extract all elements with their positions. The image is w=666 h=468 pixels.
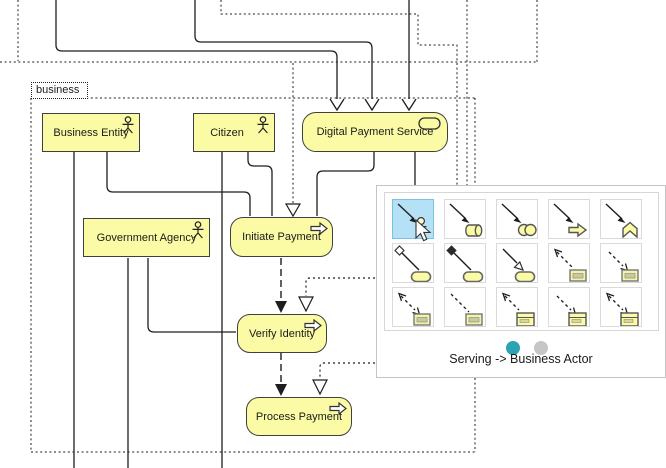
palette-cell-access-up-to-business-object[interactable] [496,287,538,327]
relationship-icon-grid [384,192,659,331]
group-label-business[interactable]: business [31,82,88,99]
palette-cell-serving-to-business-function[interactable] [600,199,642,239]
node-label: Business Entity [53,126,129,139]
access-up-to-business-object-icon [501,292,535,326]
node-digital-payment-service[interactable]: Digital Payment Service [302,112,448,152]
palette-cell-association-to-representation[interactable] [444,287,486,327]
node-label: Digital Payment Service [316,126,434,138]
node-label: Government Agency [96,231,197,244]
page-dot-inactive[interactable] [534,341,548,355]
association-to-representation-icon [450,293,483,326]
resource-catalog-popup: Serving -> Business Actor [376,185,666,378]
palette-cell-access-both-to-representation[interactable] [392,287,434,327]
composition-to-business-service-icon [446,245,484,282]
access-down-to-representation-icon [608,251,639,282]
aggregation-to-business-service-icon [394,245,432,282]
business-process-icon [304,319,322,332]
node-label: Process Payment [255,410,343,423]
access-down-to-business-object-icon [556,295,587,326]
palette-cell-access-both-to-business-object[interactable] [600,287,642,327]
business-actor-icon [192,221,204,239]
palette-cell-specialization-to-business-service[interactable] [496,243,538,283]
mouse-pointer-icon [415,219,432,242]
serving-to-business-process-icon [553,203,588,238]
business-process-icon [329,402,347,415]
node-label: Verify Identity [248,327,316,340]
palette-cell-serving-to-business-process[interactable] [548,199,590,239]
access-up-to-representation-icon [553,248,587,282]
business-actor-icon [257,116,269,134]
node-government-agency[interactable]: Government Agency [83,218,210,257]
palette-cell-access-down-to-business-object[interactable] [548,287,590,327]
access-both-to-business-object-icon [605,292,639,326]
palette-cell-serving-to-business-collaboration[interactable] [496,199,538,239]
palette-cell-composition-to-business-service[interactable] [444,243,486,283]
node-label: Citizen [210,126,244,139]
business-process-icon [310,222,328,235]
palette-cell-aggregation-to-business-service[interactable] [392,243,434,283]
palette-cell-serving-to-business-role[interactable] [444,199,486,239]
serving-to-business-function-icon [605,203,638,238]
access-both-to-representation-icon [397,292,431,326]
node-process-payment[interactable]: Process Payment [246,397,352,436]
group-label-text: business [36,84,80,96]
business-actor-icon [122,116,134,134]
page-dot-active[interactable] [506,341,520,355]
node-initiate-payment[interactable]: Initiate Payment [230,217,333,257]
popup-caption: Serving -> Business Actor [449,352,593,366]
palette-cell-access-down-to-representation[interactable] [600,243,642,283]
node-verify-identity[interactable]: Verify Identity [237,314,327,353]
node-label: Initiate Payment [242,231,321,243]
node-citizen[interactable]: Citizen [193,113,275,152]
node-business-entity[interactable]: Business Entity [42,113,140,152]
serving-to-business-role-icon [449,203,483,237]
palette-cell-access-up-to-representation[interactable] [548,243,590,283]
specialization-to-business-service-icon [502,248,536,282]
serving-to-business-collaboration-icon [501,203,537,237]
business-service-icon [418,117,441,130]
